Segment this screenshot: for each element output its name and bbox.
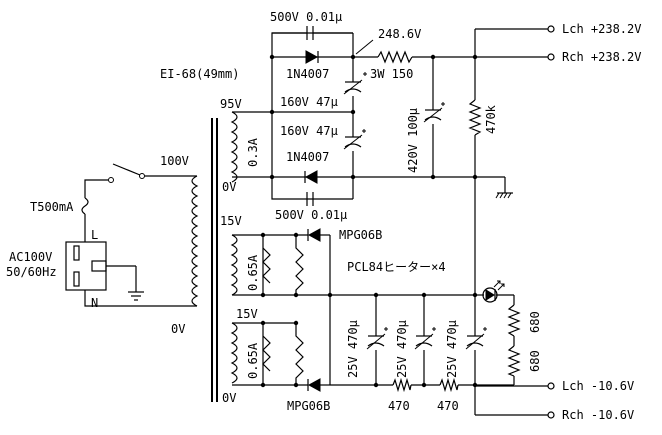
res-470k-label: 470k <box>484 104 498 134</box>
heater-filaments <box>262 235 304 385</box>
ac-inlet <box>65 241 144 301</box>
heater-wiring <box>232 234 548 416</box>
mpg-top-label: MPG06B <box>339 228 382 242</box>
pri-100v-label: 100V <box>160 154 189 168</box>
capacitor-25v-1 <box>366 327 388 350</box>
cap-bottom-label: 500V 0.01μ <box>275 208 347 222</box>
capacitor-top <box>272 26 353 40</box>
primary-wiring <box>81 163 197 307</box>
cap-25v-2-label: 25V 470μ <box>395 320 409 378</box>
res-680-a-label: 680 <box>528 311 542 333</box>
sec-065a-b-label: 0.65A <box>246 342 260 379</box>
core-label: EI-68(49mm) <box>160 67 239 81</box>
sec-15v-a-label: 15V <box>220 214 242 228</box>
hv-wiring <box>232 28 548 295</box>
cap-25v-1-label: 25V 470μ <box>346 320 360 378</box>
secondary-coil-15v-a <box>230 234 238 296</box>
mpg-bottom-label: MPG06B <box>287 399 330 413</box>
res-680-b-label: 680 <box>528 350 542 372</box>
diode-bottom-label: 1N4007 <box>286 150 329 164</box>
resistor-470-b <box>439 377 459 393</box>
resistor-470k <box>468 99 482 136</box>
cap-top-label: 500V 0.01μ <box>270 10 342 24</box>
sec-03a-label: 0.3A <box>246 137 260 167</box>
sec-0v-b-label: 0V <box>222 391 236 405</box>
output-rch-lv: Rch -10.6V <box>562 408 634 422</box>
secondary-coil-15v-b <box>230 322 238 384</box>
leader-line <box>355 39 374 55</box>
cap-160v-1-label: 160V 47μ <box>280 95 338 109</box>
ac-n-label: N <box>91 296 98 310</box>
sec-95v-label: 95V <box>220 97 242 111</box>
output-labels: Lch +238.2V Rch +238.2V Lch -10.6V Rch -… <box>562 22 641 422</box>
capacitor-160v-2 <box>343 129 366 150</box>
heater-label: PCL84ヒーター×4 <box>347 260 446 274</box>
res-470-b-label: 470 <box>437 399 459 413</box>
resistor-680-b <box>507 345 521 377</box>
sec-065a-a-label: 0.65A <box>246 254 260 291</box>
ac-l-label: L <box>91 228 98 242</box>
component-labels: 500V 0.01μ 248.6V EI-68(49mm) 1N4007 3W … <box>6 10 542 413</box>
capacitor-25v-3 <box>465 327 487 350</box>
capacitor-160v-1 <box>343 72 367 95</box>
capacitor-420v <box>423 102 445 123</box>
diode-mpg06b-top <box>307 228 321 242</box>
capacitor-25v-2 <box>414 327 436 350</box>
diode-1n4007-top <box>305 50 319 64</box>
sec-15v-b-label: 15V <box>236 307 258 321</box>
primary-coil <box>191 175 199 307</box>
transformer-core <box>211 118 218 402</box>
volt-label-2486: 248.6V <box>378 27 421 41</box>
resistor-680-a <box>507 304 521 337</box>
output-terminals <box>547 25 555 419</box>
cap-25v-3-label: 25V 470μ <box>445 320 459 378</box>
res-470-a-label: 470 <box>388 399 410 413</box>
led-indicator <box>482 280 505 303</box>
resistor-3w150 <box>377 50 413 64</box>
resistor-470-a <box>392 377 412 393</box>
secondary-coil-95v <box>230 111 238 183</box>
cap-420v-label: 420V 100μ <box>406 108 420 173</box>
diode-top-label: 1N4007 <box>286 67 329 81</box>
output-rch-hv: Rch +238.2V <box>562 50 641 64</box>
ac-freq-label: 50/60Hz <box>6 265 57 279</box>
res-3w150-label: 3W 150 <box>370 67 413 81</box>
diode-mpg06b-bottom <box>307 378 321 392</box>
cap-160v-2-label: 160V 47μ <box>280 124 338 138</box>
output-lch-hv: Lch +238.2V <box>562 22 641 36</box>
fuse-label: T500mA <box>30 200 74 214</box>
pri-0v-label: 0V <box>171 322 185 336</box>
output-lch-lv: Lch -10.6V <box>562 379 634 393</box>
diode-1n4007-bottom <box>304 170 318 184</box>
capacitor-bottom <box>306 192 314 206</box>
ac-rating-label: AC100V <box>9 250 52 264</box>
sec-0v-a-label: 0V <box>222 180 236 194</box>
